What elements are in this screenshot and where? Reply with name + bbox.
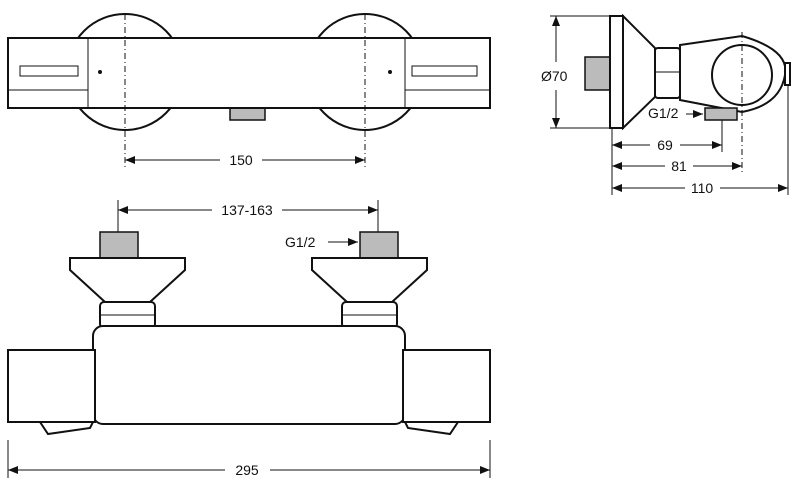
dim-81: 81 bbox=[671, 158, 687, 174]
side-nut bbox=[654, 47, 681, 99]
dim-69: 69 bbox=[657, 137, 673, 153]
mixer-body-top bbox=[7, 37, 491, 109]
inlet-thread-right bbox=[359, 231, 399, 259]
handle-grip-right bbox=[411, 65, 478, 77]
dim-150: 150 bbox=[229, 152, 253, 168]
wall-flange-left bbox=[69, 257, 186, 303]
wall-flange-right bbox=[311, 257, 428, 303]
dim-137-163: 137-163 bbox=[221, 202, 273, 218]
side-outlet-thread bbox=[704, 107, 738, 121]
front-view: 137-163 G1/2 295 bbox=[7, 200, 491, 478]
dim-295: 295 bbox=[235, 462, 259, 478]
side-view: Ø70 G1/2 69 81 110 bbox=[541, 13, 791, 196]
handle-left bbox=[7, 349, 96, 423]
handle-grip-left bbox=[19, 65, 79, 77]
side-flange bbox=[609, 15, 624, 129]
handle-right bbox=[402, 349, 491, 423]
side-inlet-thread bbox=[584, 56, 612, 91]
dim-110: 110 bbox=[691, 180, 714, 196]
dim-diameter-70: Ø70 bbox=[541, 68, 568, 84]
inlet-thread-label: G1/2 bbox=[285, 234, 316, 250]
outlet-thread-label: G1/2 bbox=[648, 105, 679, 121]
inlet-thread-left bbox=[99, 231, 139, 259]
top-view: 150 bbox=[7, 13, 491, 168]
mixer-body bbox=[92, 325, 406, 425]
